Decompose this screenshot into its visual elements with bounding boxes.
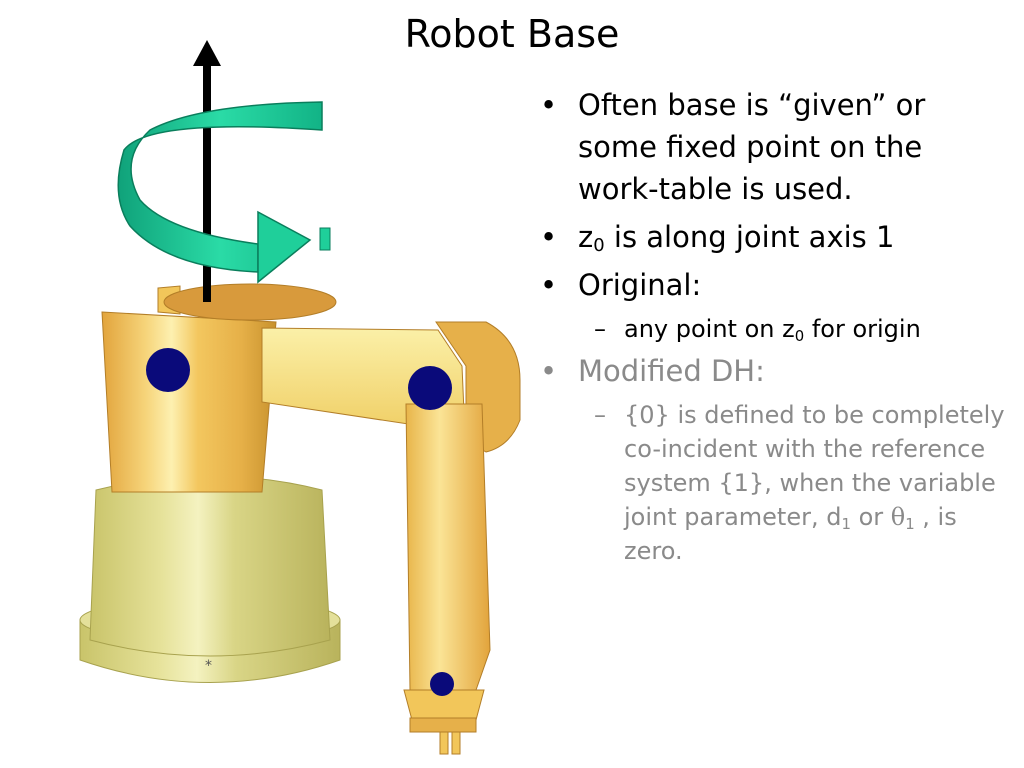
robot-arm-illustration: * — [79, 40, 521, 755]
sub-bullet-marker: – — [594, 401, 606, 429]
sub-bullet-text: , is zero. — [624, 503, 957, 565]
base-label: * — [205, 658, 212, 674]
bullet-base-given: • Often base is “given” or some fixed po… — [540, 84, 1010, 210]
bullet-marker: • — [540, 268, 558, 302]
bullet-marker: • — [540, 88, 558, 122]
rotation-arrow — [117, 101, 331, 284]
subscript: 1 — [905, 515, 915, 533]
bullet-marker: • — [540, 220, 558, 254]
theta-symbol: θ — [890, 503, 906, 531]
bullet-text-var: z — [578, 220, 594, 254]
sub-bullet-frame-definition: – {0} is defined to be completely co-inc… — [540, 398, 1010, 568]
robot-base: * — [79, 475, 341, 683]
bullet-modified-dh: • Modified DH: — [540, 350, 1010, 392]
subscript: 0 — [593, 235, 605, 256]
slide-title: Robot Base — [404, 12, 620, 56]
joint-marker — [430, 672, 454, 696]
bullet-list: • Often base is “given” or some fixed po… — [540, 84, 1010, 572]
bullet-text: is along joint axis 1 — [604, 220, 895, 254]
bullet-marker: • — [540, 354, 558, 388]
sub-bullet-text: any point on z — [624, 315, 795, 343]
z-axis-arrow — [193, 40, 221, 302]
bullet-z0-axis: • z0 is along joint axis 1 — [540, 216, 1010, 258]
bullet-original: • Original: — [540, 264, 1010, 306]
subscript: 1 — [841, 515, 851, 533]
bullet-text: Often base is “given” or some fixed poin… — [578, 88, 926, 206]
bullet-text: Original: — [578, 268, 702, 302]
joint-marker — [146, 348, 190, 392]
subscript: 0 — [794, 327, 805, 345]
joint-marker — [408, 366, 452, 410]
sub-bullet-marker: – — [594, 315, 606, 343]
bullet-text: Modified DH: — [578, 354, 765, 388]
sub-bullet-origin: – any point on z0 for origin — [540, 312, 1010, 346]
sub-bullet-text: or — [850, 503, 891, 531]
sub-bullet-text: for origin — [804, 315, 921, 343]
robot-forearm — [403, 403, 491, 733]
robot-gripper — [439, 731, 461, 755]
sub-bullet-text: {0} is defined to be completely co-incid… — [624, 401, 1005, 531]
